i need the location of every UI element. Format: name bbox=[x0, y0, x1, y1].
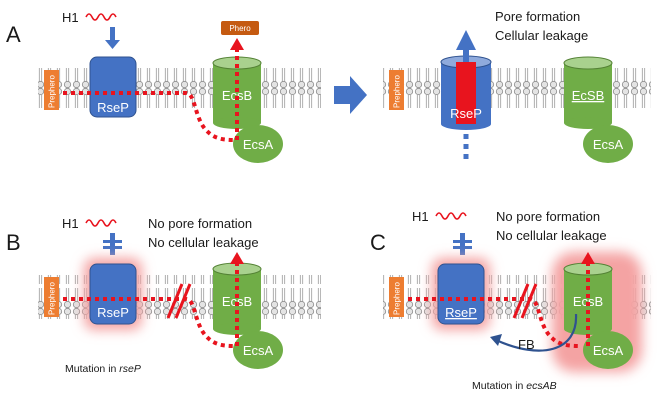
panel-a-export-arrowhead bbox=[230, 38, 244, 50]
panel-c-letter: C bbox=[370, 230, 386, 255]
panel-a2-text-line2: Cellular leakage bbox=[495, 28, 588, 43]
panel-c-text-line2: No cellular leakage bbox=[496, 228, 607, 243]
panel-c-export-arrowhead bbox=[581, 252, 595, 264]
panel-b-ecsa: EcsA bbox=[233, 331, 283, 369]
panel-b-signal-path bbox=[63, 297, 235, 348]
panel-a2-ecsa: EcsA bbox=[583, 125, 633, 163]
panel-b-block-marks bbox=[166, 283, 192, 319]
panel-a-ecsa: EcsA bbox=[233, 125, 283, 163]
panel-c-fb-label: FB bbox=[518, 337, 535, 352]
panel-c-feedback-arrowhead bbox=[490, 334, 502, 346]
panel-c-blocked-arrow bbox=[453, 233, 472, 255]
panel-b-blocked-arrow bbox=[103, 233, 122, 255]
panel-a2-ecsb: EcSB bbox=[563, 56, 613, 129]
panel-b-export-arrowhead bbox=[230, 252, 244, 264]
panel-b-h1-squiggle bbox=[85, 219, 117, 227]
panel-a-signal-path bbox=[63, 91, 235, 142]
panel-a2-prephero: Prephero bbox=[389, 70, 404, 110]
panel-c-block-marks bbox=[512, 283, 538, 319]
panel-b-ecsb-label: EcsB bbox=[222, 294, 252, 309]
panel-c-signal-path bbox=[408, 297, 581, 348]
transition-arrow bbox=[334, 76, 367, 114]
panel-c-text-line1: No pore formation bbox=[496, 209, 600, 224]
panel-c-ecsa-label: EcsA bbox=[593, 343, 624, 358]
panel-c-h1-label: H1 bbox=[412, 209, 429, 224]
panel-a-ecsb-label: EcsB bbox=[222, 88, 252, 103]
panel-c-ecsa: EcsA bbox=[583, 331, 633, 369]
panel-c-caption: Mutation in ecsAB bbox=[472, 380, 557, 392]
panel-a-membrane bbox=[38, 68, 321, 112]
panel-b: B H1 No pore formation No cellular leaka… bbox=[6, 216, 321, 375]
panel-c-ecsb-label: EcsB bbox=[573, 294, 603, 309]
panel-b-text-line2: No cellular leakage bbox=[148, 235, 259, 250]
panel-a-h1-squiggle bbox=[85, 13, 117, 21]
panel-a-ecsa-label: EcsA bbox=[243, 137, 274, 152]
panel-b-text-line1: No pore formation bbox=[148, 216, 252, 231]
panel-c-feedback-arrow bbox=[495, 313, 578, 352]
panel-b-prephero: Prephero bbox=[44, 277, 59, 317]
panel-a-h1-label: H1 bbox=[62, 10, 79, 25]
panel-a-phero-label: Phero bbox=[229, 24, 251, 33]
panel-c-h1-squiggle bbox=[435, 212, 467, 220]
panel-b-rsep-label: RseP bbox=[97, 305, 129, 320]
panel-a-rsep-label: RseP bbox=[97, 100, 129, 115]
panel-c-rsep-label: RseP bbox=[445, 305, 477, 320]
panel-a-rsep: RseP bbox=[89, 56, 137, 118]
panel-a2-text-line1: Pore formation bbox=[495, 9, 580, 24]
panel-a: A Prephero RseP H1 EcsB bbox=[6, 10, 321, 163]
panel-b-caption: Mutation in rseP bbox=[65, 363, 141, 375]
panel-a-phero-box: Phero bbox=[221, 21, 259, 35]
panel-a2-prephero-label: Prephero bbox=[393, 75, 402, 108]
panel-c-prephero-label: Prephero bbox=[393, 282, 402, 315]
panel-c-caption-gene: ecsAB bbox=[526, 380, 556, 392]
panel-b-prephero-label: Prephero bbox=[48, 282, 57, 315]
panel-b-rsep: RseP bbox=[89, 263, 137, 325]
panel-a-prephero-label: Prephero bbox=[48, 75, 57, 108]
panel-a2-rsep-label: RseP bbox=[450, 106, 482, 121]
panel-c: C H1 No pore formation No cellular leaka… bbox=[370, 209, 651, 392]
panel-c-rsep: RseP bbox=[437, 263, 485, 325]
panel-a2-rsep-pore: RseP bbox=[440, 30, 492, 160]
panel-c-prephero: Prephero bbox=[389, 277, 404, 317]
panel-a-h1-arrow bbox=[105, 27, 120, 49]
panel-c-caption-prefix: Mutation in bbox=[472, 380, 526, 392]
panel-a-ecsb: EcsB bbox=[212, 56, 262, 129]
panel-a-prephero: Prephero bbox=[44, 70, 59, 110]
panel-b-letter: B bbox=[6, 230, 21, 255]
panel-b-caption-prefix: Mutation in bbox=[65, 363, 119, 375]
panel-a2-ecsb-label: EcSB bbox=[572, 88, 605, 103]
panel-a-letter: A bbox=[6, 22, 21, 47]
panel-b-ecsb: EcsB bbox=[212, 262, 262, 335]
panel-b-h1-label: H1 bbox=[62, 216, 79, 231]
panel-b-caption-gene: rseP bbox=[119, 363, 141, 375]
panel-a2-ecsa-label: EcsA bbox=[593, 137, 624, 152]
panel-b-ecsa-label: EcsA bbox=[243, 343, 274, 358]
panel-a-result: Pore formation Cellular leakage Prephero… bbox=[383, 9, 651, 163]
